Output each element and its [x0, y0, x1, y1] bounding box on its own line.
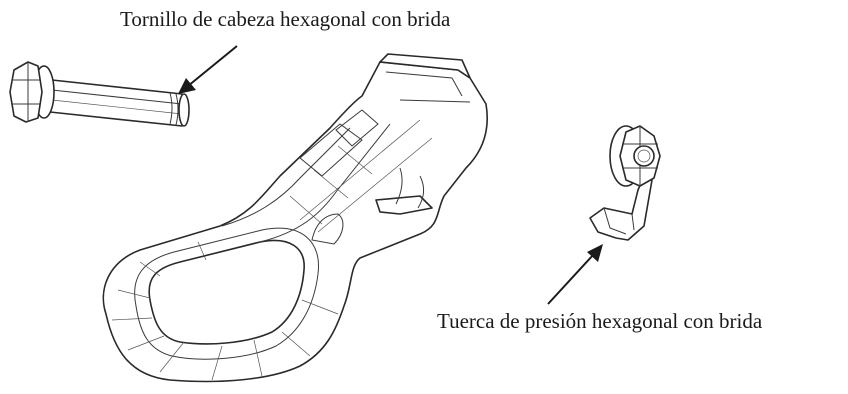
nut-leader-arrow [547, 244, 603, 305]
flange-hex-nut [589, 125, 661, 241]
bolt-label: Tornillo de cabeza hexagonal con brida [120, 7, 451, 31]
bolt-leader-arrow [178, 45, 238, 94]
nut-label: Tuerca de presión hexagonal con brida [437, 309, 763, 333]
flange-hex-bolt [9, 61, 190, 127]
tow-hook [102, 53, 488, 383]
